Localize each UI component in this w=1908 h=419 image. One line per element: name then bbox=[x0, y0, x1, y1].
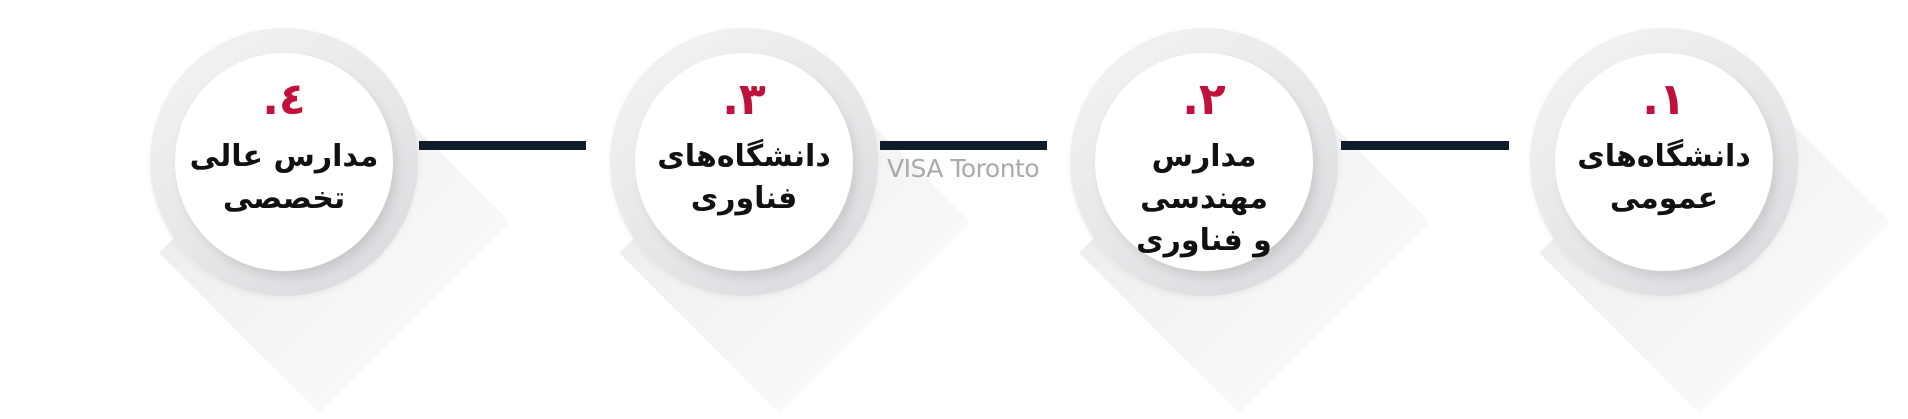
step-4-inner-disc bbox=[175, 53, 393, 271]
step-3-title: دانشگاه‌های فناوری bbox=[657, 139, 831, 216]
step-1-inner-disc bbox=[1555, 53, 1773, 271]
connector-4-3 bbox=[419, 141, 586, 150]
step-4: ٤. مدارس عالی تخصصی bbox=[150, 28, 418, 296]
step-3: ۳. دانشگاه‌های فناوری bbox=[610, 28, 878, 296]
step-2-number: ۲. bbox=[1182, 74, 1226, 125]
step-2: ۲. مدارس مهندسی و فناوری bbox=[1070, 28, 1338, 296]
step-1-title: دانشگاه‌های عمومی bbox=[1577, 139, 1751, 216]
connector-2-1 bbox=[1341, 141, 1509, 150]
step-4-number: ٤. bbox=[262, 74, 306, 125]
watermark-logo: VISA Toronto bbox=[887, 154, 1040, 183]
step-4-title: مدارس عالی تخصصی bbox=[189, 139, 379, 216]
step-3-inner-disc bbox=[635, 53, 853, 271]
step-2-title: مدارس مهندسی و فناوری bbox=[1136, 139, 1272, 258]
step-1: ۱. دانشگاه‌های عمومی bbox=[1530, 28, 1798, 296]
step-3-number: ۳. bbox=[722, 74, 766, 125]
connector-3-2 bbox=[880, 141, 1047, 150]
step-1-number: ۱. bbox=[1642, 74, 1686, 125]
step-2-inner-disc bbox=[1095, 53, 1313, 271]
